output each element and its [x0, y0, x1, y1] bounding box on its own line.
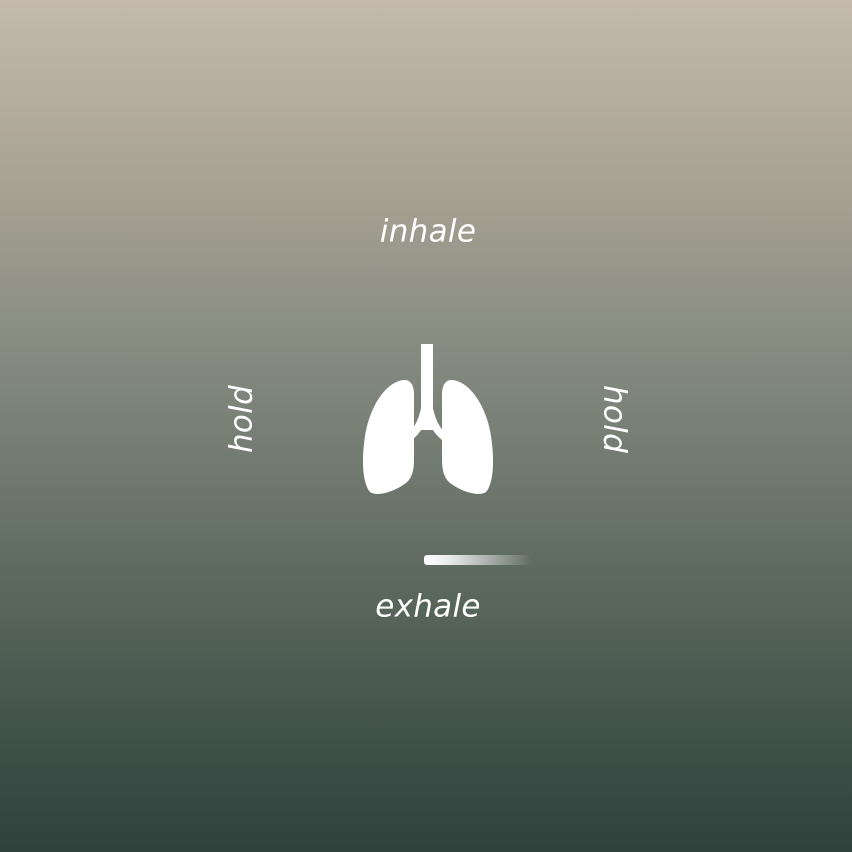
hold-right-label: hold [596, 384, 633, 454]
hold-left-label: hold [223, 384, 260, 454]
inhale-label: inhale [379, 213, 477, 250]
breath-progress-fill [424, 555, 532, 565]
exhale-label: exhale [375, 588, 481, 625]
breath-progress-bar [424, 555, 532, 565]
lungs-icon [362, 344, 494, 494]
